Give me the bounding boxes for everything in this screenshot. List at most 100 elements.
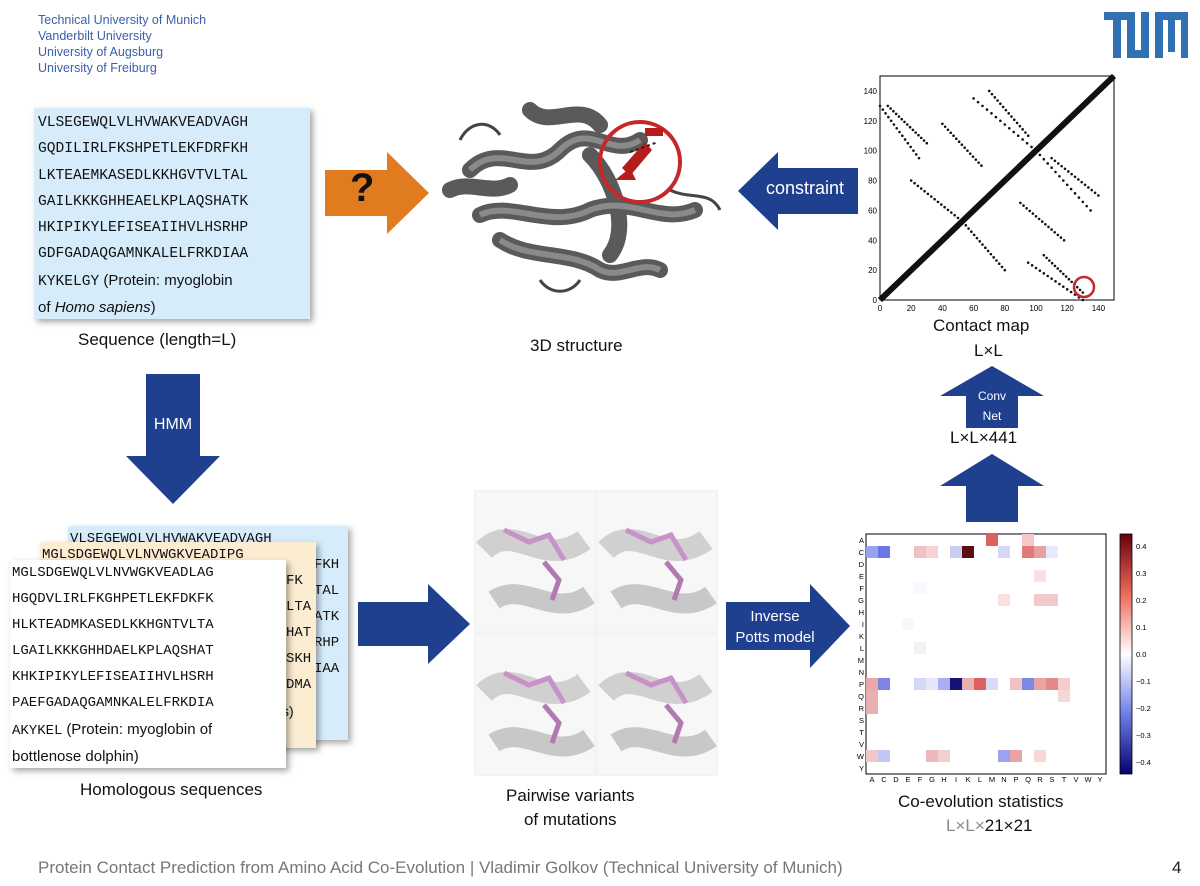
contact-point — [971, 155, 975, 158]
contact-point — [914, 131, 917, 134]
heatmap-x-label: N — [1001, 775, 1006, 784]
contact-point — [906, 123, 909, 126]
heatmap-x-label: M — [989, 775, 995, 784]
contact-point — [943, 205, 946, 209]
contact-point — [976, 100, 980, 104]
potts-line2: Potts model — [735, 629, 815, 646]
contact-point — [1075, 285, 1079, 289]
heatmap-cell — [1010, 750, 1022, 762]
contact-point — [977, 161, 980, 164]
contact-point — [1067, 277, 1071, 281]
contact-point — [1007, 112, 1010, 115]
contact-point — [960, 143, 964, 146]
homolog-fragment: TAL — [314, 583, 340, 599]
heatmap-cell — [866, 678, 878, 690]
heatmap-y-label: L — [860, 644, 864, 653]
contact-point — [995, 259, 998, 262]
heatmap-x-label: D — [893, 775, 899, 784]
heatmap-cell — [950, 678, 962, 690]
heatmap-cell — [1022, 546, 1034, 558]
contact-point — [878, 104, 882, 108]
contact-point — [1042, 253, 1046, 257]
heatmap-y-label: V — [859, 740, 864, 749]
contact-point — [1081, 200, 1085, 204]
contact-point — [1003, 268, 1007, 272]
contact-point — [970, 230, 973, 234]
contact-point — [1062, 272, 1065, 276]
heatmap-y-label: D — [859, 560, 865, 569]
contact-point — [1077, 178, 1080, 181]
heatmap-cell — [1034, 678, 1046, 690]
contact-point — [1034, 266, 1038, 270]
contact-point — [898, 130, 901, 134]
contact-point — [972, 97, 975, 100]
contact-point — [1060, 164, 1063, 168]
coevolution-dim-suffix: 21×21 — [984, 816, 1033, 835]
contact-map-y-tick: 100 — [864, 147, 878, 156]
homolog-line: KHKIPIKYLEFISEAIIHVLHSRH — [12, 669, 214, 685]
heatmap-cell — [914, 582, 926, 594]
homolog-line: PAEFGADAQGAMNKALELFRKDIA — [12, 695, 214, 711]
contact-point — [1021, 128, 1024, 131]
contact-point — [941, 122, 944, 126]
contact-point — [992, 256, 995, 259]
contact-point — [1087, 186, 1090, 189]
sequence-line: HKIPIKYLEFISEAIIHVLHSRHP — [38, 220, 249, 237]
contact-point — [963, 146, 966, 149]
heatmap-x-label: R — [1037, 775, 1043, 784]
heatmap-cell — [974, 678, 986, 690]
heatmap-cell — [998, 594, 1010, 606]
heatmap-cell — [914, 678, 926, 690]
homolog-middle-line: MGLSDGEWQLVLNVWGKVEADIPG — [42, 547, 244, 563]
contact-point — [1070, 172, 1073, 176]
contact-point — [1089, 209, 1092, 212]
colorbar-tick: −0.1 — [1136, 677, 1151, 686]
homolog-fragment: DMA — [286, 677, 312, 693]
contact-point — [1081, 298, 1085, 302]
homolog-fragment: ATK — [314, 609, 340, 625]
contact-point — [953, 213, 956, 217]
contact-point — [1073, 175, 1077, 179]
heatmap-x-label: V — [1073, 775, 1078, 784]
footer-text: Protein Contact Prediction from Amino Ac… — [38, 858, 843, 877]
university-name: University of Augsburg — [38, 45, 164, 59]
colorbar-tick: 0.3 — [1136, 569, 1146, 578]
contact-point — [1062, 285, 1065, 288]
contact-point — [990, 112, 993, 115]
arrow-to-mutations — [358, 584, 470, 664]
colorbar-tick: −0.3 — [1136, 731, 1151, 740]
contact-point — [1025, 206, 1028, 210]
potts-label: Inverse Potts model — [730, 606, 820, 648]
coevolution-dim-prefix: L×L× — [946, 816, 985, 835]
contact-point — [1085, 204, 1088, 208]
contact-point — [952, 134, 955, 138]
structure-caption: 3D structure — [530, 336, 623, 355]
contact-point — [1083, 183, 1087, 187]
contact-point — [1018, 124, 1022, 128]
upward-arrow — [940, 454, 1044, 522]
contact-map-x-tick: 80 — [1000, 304, 1009, 313]
heatmap-cell — [914, 546, 926, 558]
heatmap-cell — [878, 750, 890, 762]
contact-map-y-tick: 20 — [868, 266, 877, 275]
heatmap-cell — [878, 678, 890, 690]
contact-map-dim: L×L — [974, 341, 1003, 360]
mutation-panel — [476, 492, 595, 631]
heatmap-cell — [926, 678, 938, 690]
contact-point — [1042, 272, 1046, 275]
heatmap-cell — [878, 546, 890, 558]
protein-3d-structure — [442, 102, 722, 293]
contact-map-y-tick: 40 — [868, 236, 877, 245]
heatmap-cell — [986, 534, 998, 546]
heatmap-y-label: H — [859, 608, 864, 617]
contact-point — [1046, 162, 1049, 165]
contact-point — [1069, 290, 1073, 294]
tum-logo — [1104, 12, 1188, 58]
heatmap-cell — [1058, 690, 1070, 702]
contact-point — [894, 112, 898, 116]
contact-point — [1024, 131, 1027, 134]
contact-point — [1021, 138, 1024, 141]
contact-point — [943, 125, 947, 129]
contact-point — [912, 149, 915, 152]
